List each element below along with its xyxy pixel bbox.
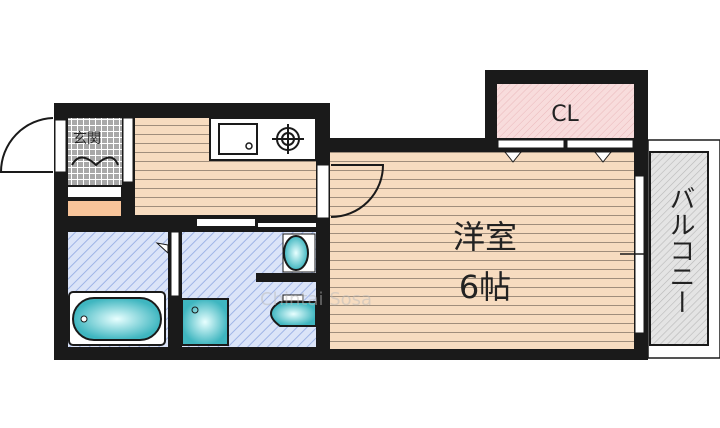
entrance-floor — [68, 118, 122, 185]
room-size: 6帖 — [459, 268, 511, 306]
western-room-floor — [330, 152, 634, 349]
washbasin-icon — [283, 235, 309, 271]
stove-icon — [272, 124, 304, 154]
kitchen-counter — [209, 117, 317, 161]
entrance-label: 玄関 — [73, 130, 101, 147]
room-label: 洋室 — [453, 218, 517, 256]
closet-label: CL — [551, 102, 579, 127]
entrance-step — [68, 201, 121, 216]
washing-machine-space — [181, 298, 229, 346]
balcony — [649, 151, 709, 346]
closet-door-right[interactable] — [593, 151, 613, 163]
room-door[interactable] — [330, 164, 385, 218]
closet-door-left[interactable] — [503, 151, 523, 163]
toilet-icon — [270, 294, 317, 327]
balcony-label: バルコニー — [665, 185, 695, 315]
watermark: Chintai Sosa — [260, 289, 372, 310]
bathtub-icon — [68, 291, 166, 346]
shelf — [197, 219, 255, 226]
entry-door[interactable] — [0, 117, 54, 173]
sink-icon — [218, 123, 258, 155]
closet — [497, 84, 634, 138]
